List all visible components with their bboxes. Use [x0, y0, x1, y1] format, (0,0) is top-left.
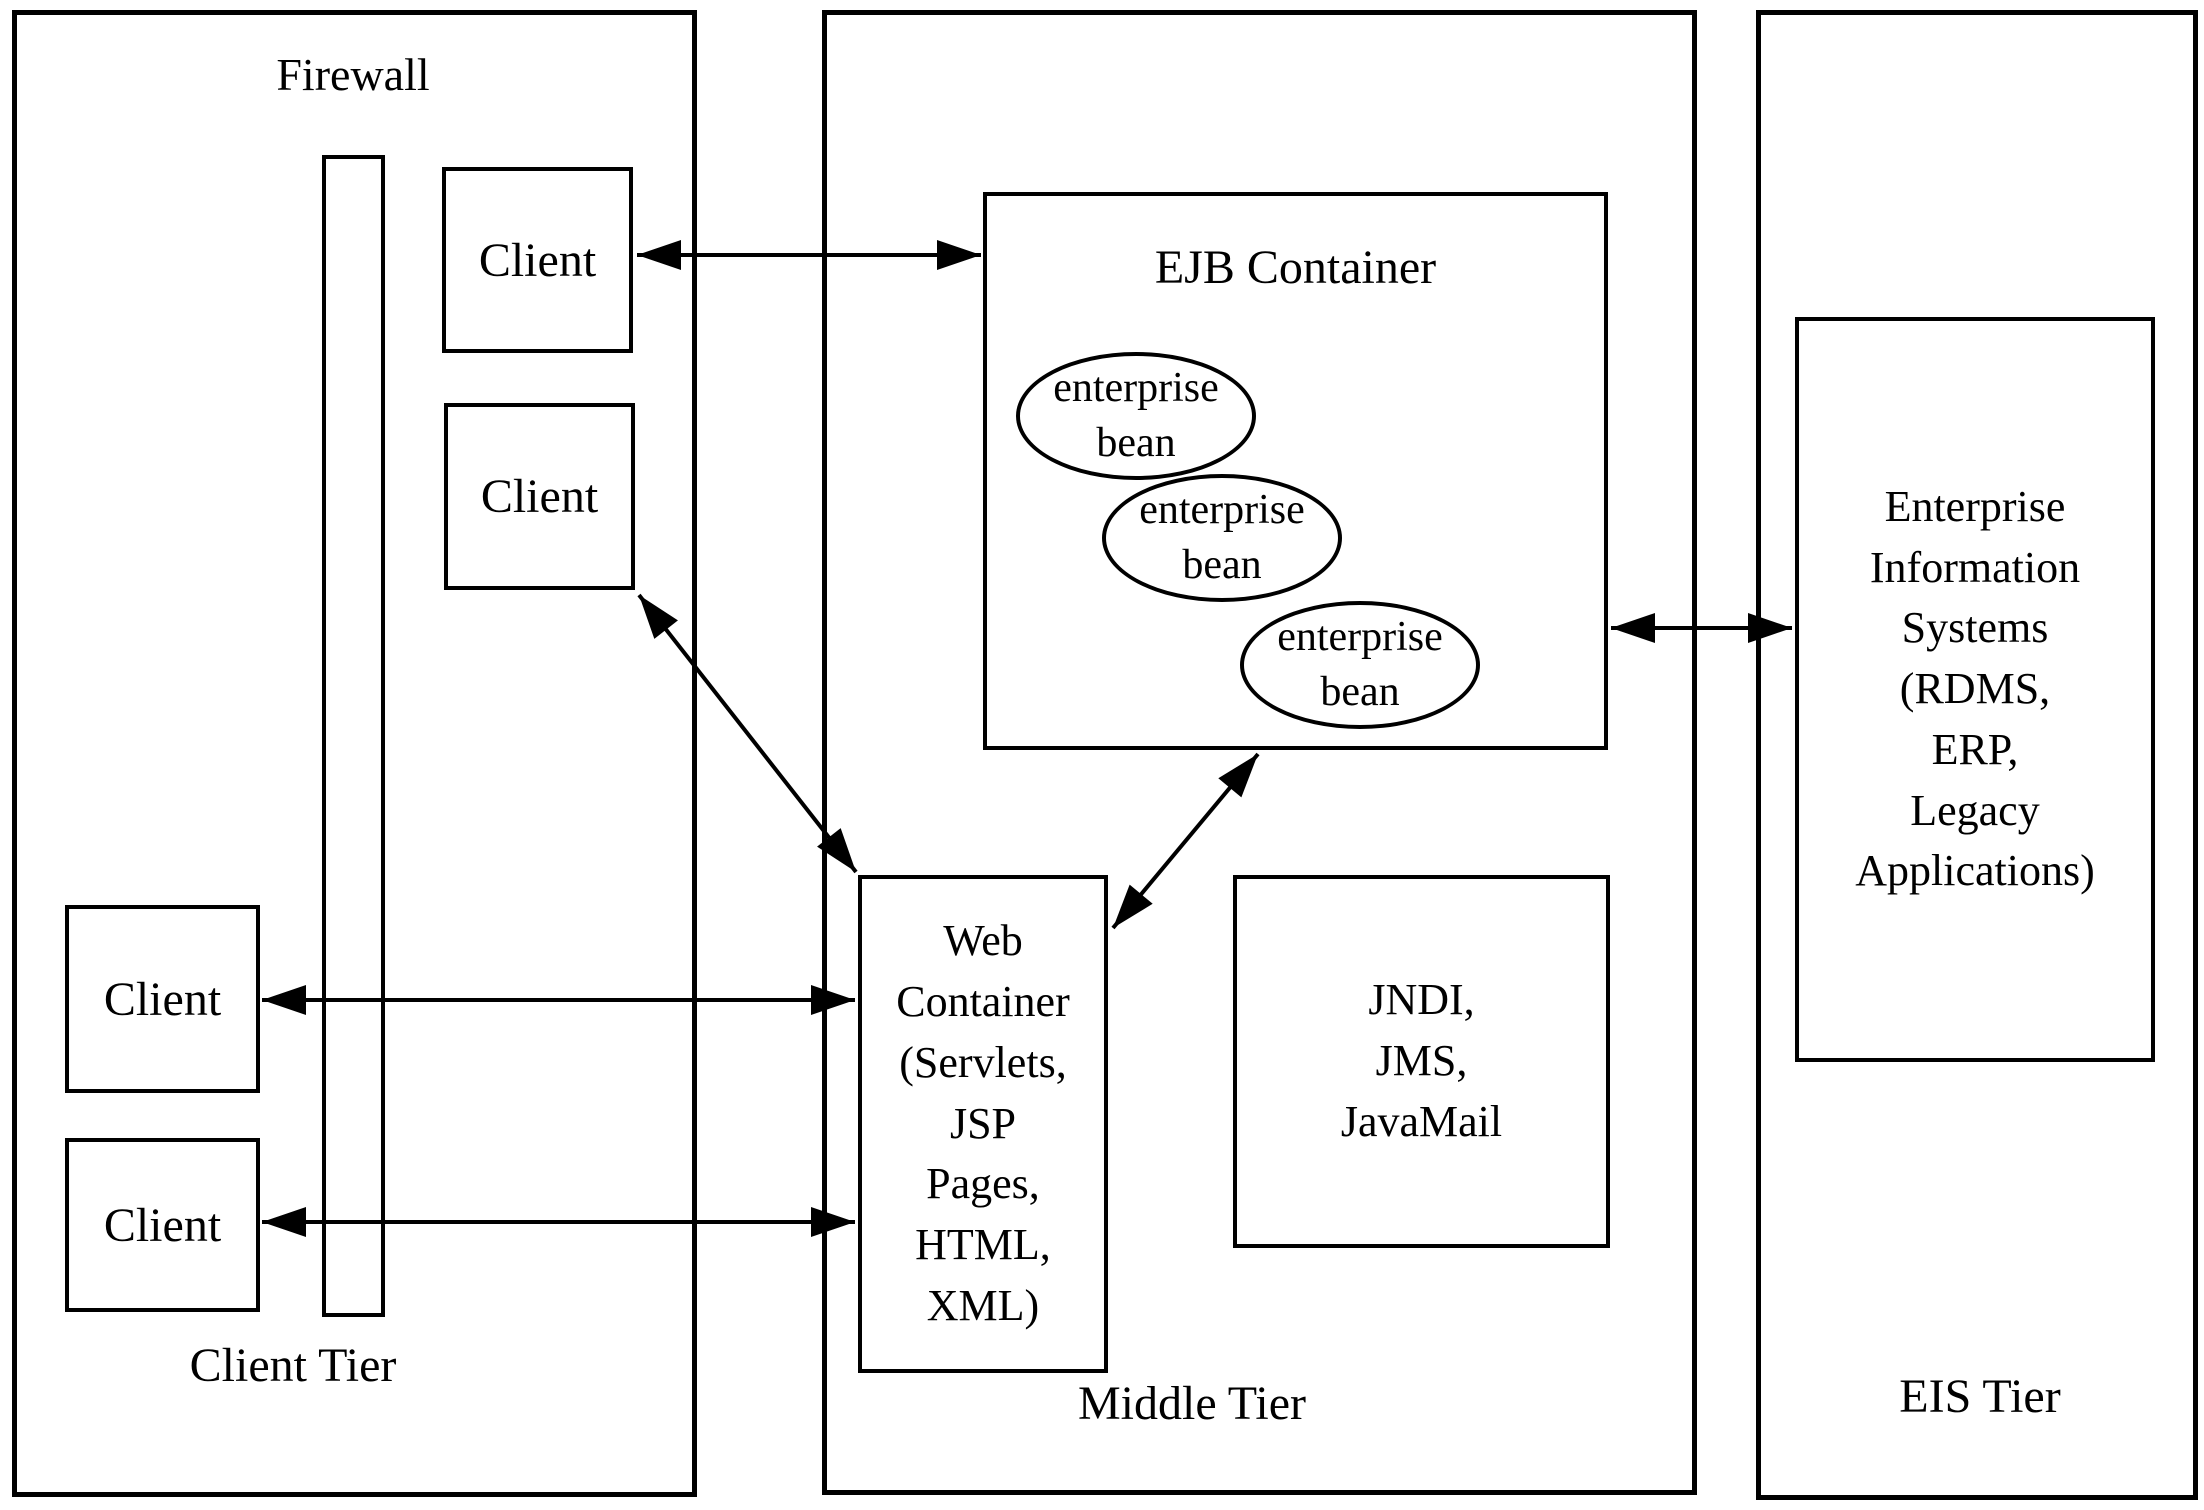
eis-systems-box: Enterprise Information Systems (RDMS, ER… — [1795, 317, 2155, 1062]
enterprise-bean-2: enterprise bean — [1102, 474, 1342, 602]
enterprise-bean-3: enterprise bean — [1240, 601, 1480, 729]
eis-tier-label: EIS Tier — [1899, 1370, 2061, 1423]
enterprise-bean-1: enterprise bean — [1016, 352, 1256, 480]
client-box-4: Client — [65, 1138, 260, 1312]
client-box-2: Client — [444, 403, 635, 590]
client-box-1: Client — [442, 167, 633, 353]
firewall-label: Firewall — [276, 49, 430, 100]
ejb-container-title: EJB Container — [1154, 241, 1437, 294]
client-tier-label: Client Tier — [189, 1339, 397, 1392]
web-container-box: Web Container (Servlets, JSP Pages, HTML… — [858, 875, 1108, 1373]
firewall-bar — [322, 155, 385, 1317]
client-box-3: Client — [65, 905, 260, 1093]
eis-tier-box — [1756, 10, 2198, 1500]
services-box: JNDI, JMS, JavaMail — [1233, 875, 1610, 1248]
middle-tier-label: Middle Tier — [1077, 1377, 1307, 1430]
